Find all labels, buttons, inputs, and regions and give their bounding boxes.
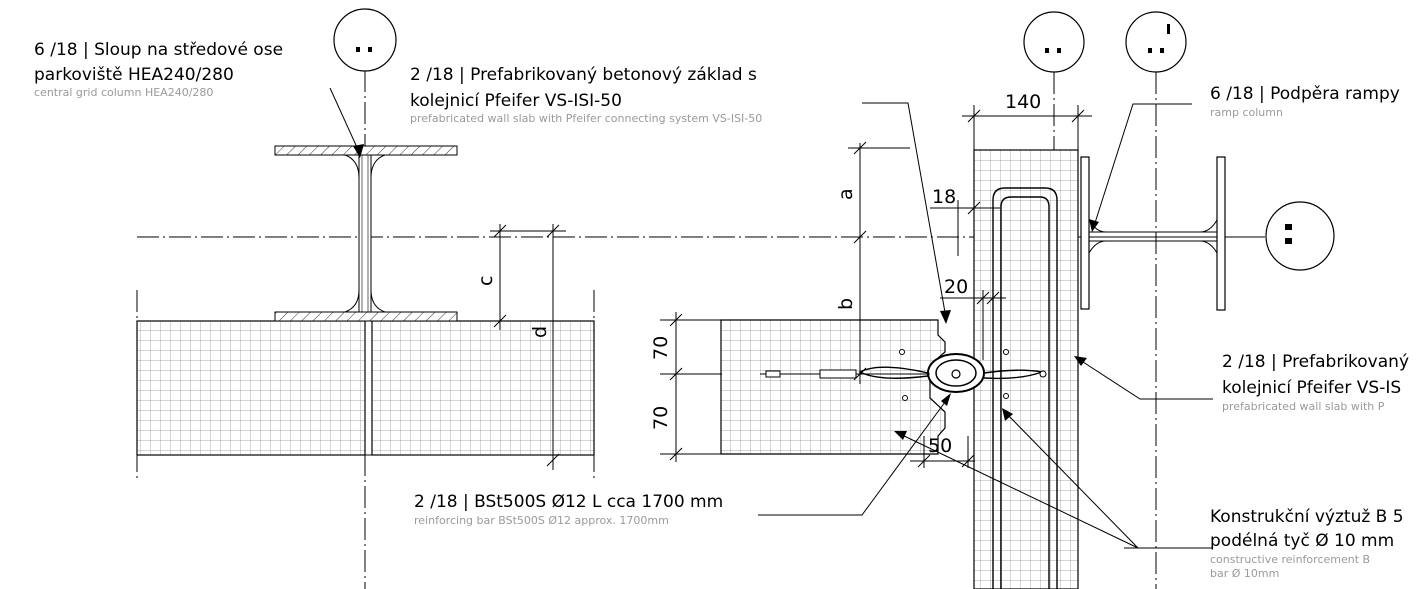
label-wall-slab-right: 2 /18 | Prefabrikovaný kolejnicí Pfeifer… — [1222, 352, 1409, 413]
grid-marker-2 — [1023, 11, 1085, 73]
label-constructive-line1: Konstrukční výztuž B 5 — [1210, 507, 1404, 527]
central-column-hea — [274, 145, 458, 322]
dim-a: a — [835, 188, 857, 200]
label-rebar-line1: 2 /18 | BSt500S Ø12 L cca 1700 mm — [414, 492, 723, 512]
dim-70-lower: 70 — [650, 406, 672, 430]
precast-wall-right — [973, 149, 1079, 589]
label-central-column: 6 /18 | Sloup na středové ose parkoviště… — [34, 40, 283, 99]
label-constructive-sub2: bar Ø 10mm — [1210, 567, 1279, 580]
grid-marker-1 — [333, 8, 397, 72]
label-slab-top-line1: 2 /18 | Prefabrikovaný betonový základ s — [410, 65, 757, 85]
label-constructive: Konstrukční výztuž B 5 podélná tyč Ø 10 … — [1210, 507, 1404, 580]
grid-marker-4 — [1265, 201, 1335, 271]
leader-lines — [329, 87, 1213, 549]
dim-140: 140 — [1005, 91, 1041, 113]
label-column-sub: central grid column HEA240/280 — [34, 86, 213, 99]
label-slab-right-line1: 2 /18 | Prefabrikovaný — [1222, 352, 1409, 372]
label-slab-top-line2: kolejnicí Pfeifer VS-ISI-50 — [410, 91, 622, 111]
dimension-lines — [490, 105, 1092, 470]
dim-18: 18 — [932, 186, 956, 208]
label-rebar-sub: reinforcing bar BSt500S Ø12 approx. 1700… — [414, 514, 669, 527]
label-constructive-line2: podélná tyč Ø 10 mm — [1210, 531, 1394, 551]
label-column-line1: 6 /18 | Sloup na středové ose — [34, 40, 283, 60]
precast-slab-middle — [720, 319, 946, 455]
label-ramp-line1: 6 /18 | Podpěra rampy — [1210, 84, 1400, 104]
label-ramp-column: 6 /18 | Podpěra rampy ramp column — [1210, 84, 1400, 119]
ramp-column-hea — [1080, 156, 1226, 311]
label-ramp-sub: ramp column — [1210, 106, 1283, 119]
label-column-line2: parkoviště HEA240/280 — [34, 65, 234, 85]
label-rebar: 2 /18 | BSt500S Ø12 L cca 1700 mm reinfo… — [414, 492, 723, 527]
pfeifer-connection — [760, 349, 1047, 401]
precast-slab-left — [136, 320, 595, 456]
dim-70-upper: 70 — [650, 336, 672, 360]
label-wall-slab-top: 2 /18 | Prefabrikovaný betonový základ s… — [410, 65, 762, 125]
label-slab-right-line2: kolejnicí Pfeifer VS-IS — [1222, 378, 1401, 398]
dim-b: b — [835, 298, 857, 310]
label-constructive-sub1: constructive reinforcement B — [1210, 553, 1370, 566]
dim-c: c — [475, 276, 497, 286]
dim-d: d — [529, 326, 551, 338]
dim-50: 50 — [928, 435, 952, 457]
label-slab-right-sub: prefabricated wall slab with P — [1222, 400, 1385, 413]
label-slab-top-sub: prefabricated wall slab with Pfeifer con… — [410, 112, 762, 125]
dimension-texts: 140 18 20 50 70 70 a b c d — [475, 91, 1041, 457]
dim-20: 20 — [944, 276, 968, 298]
grid-marker-3 — [1125, 11, 1187, 73]
